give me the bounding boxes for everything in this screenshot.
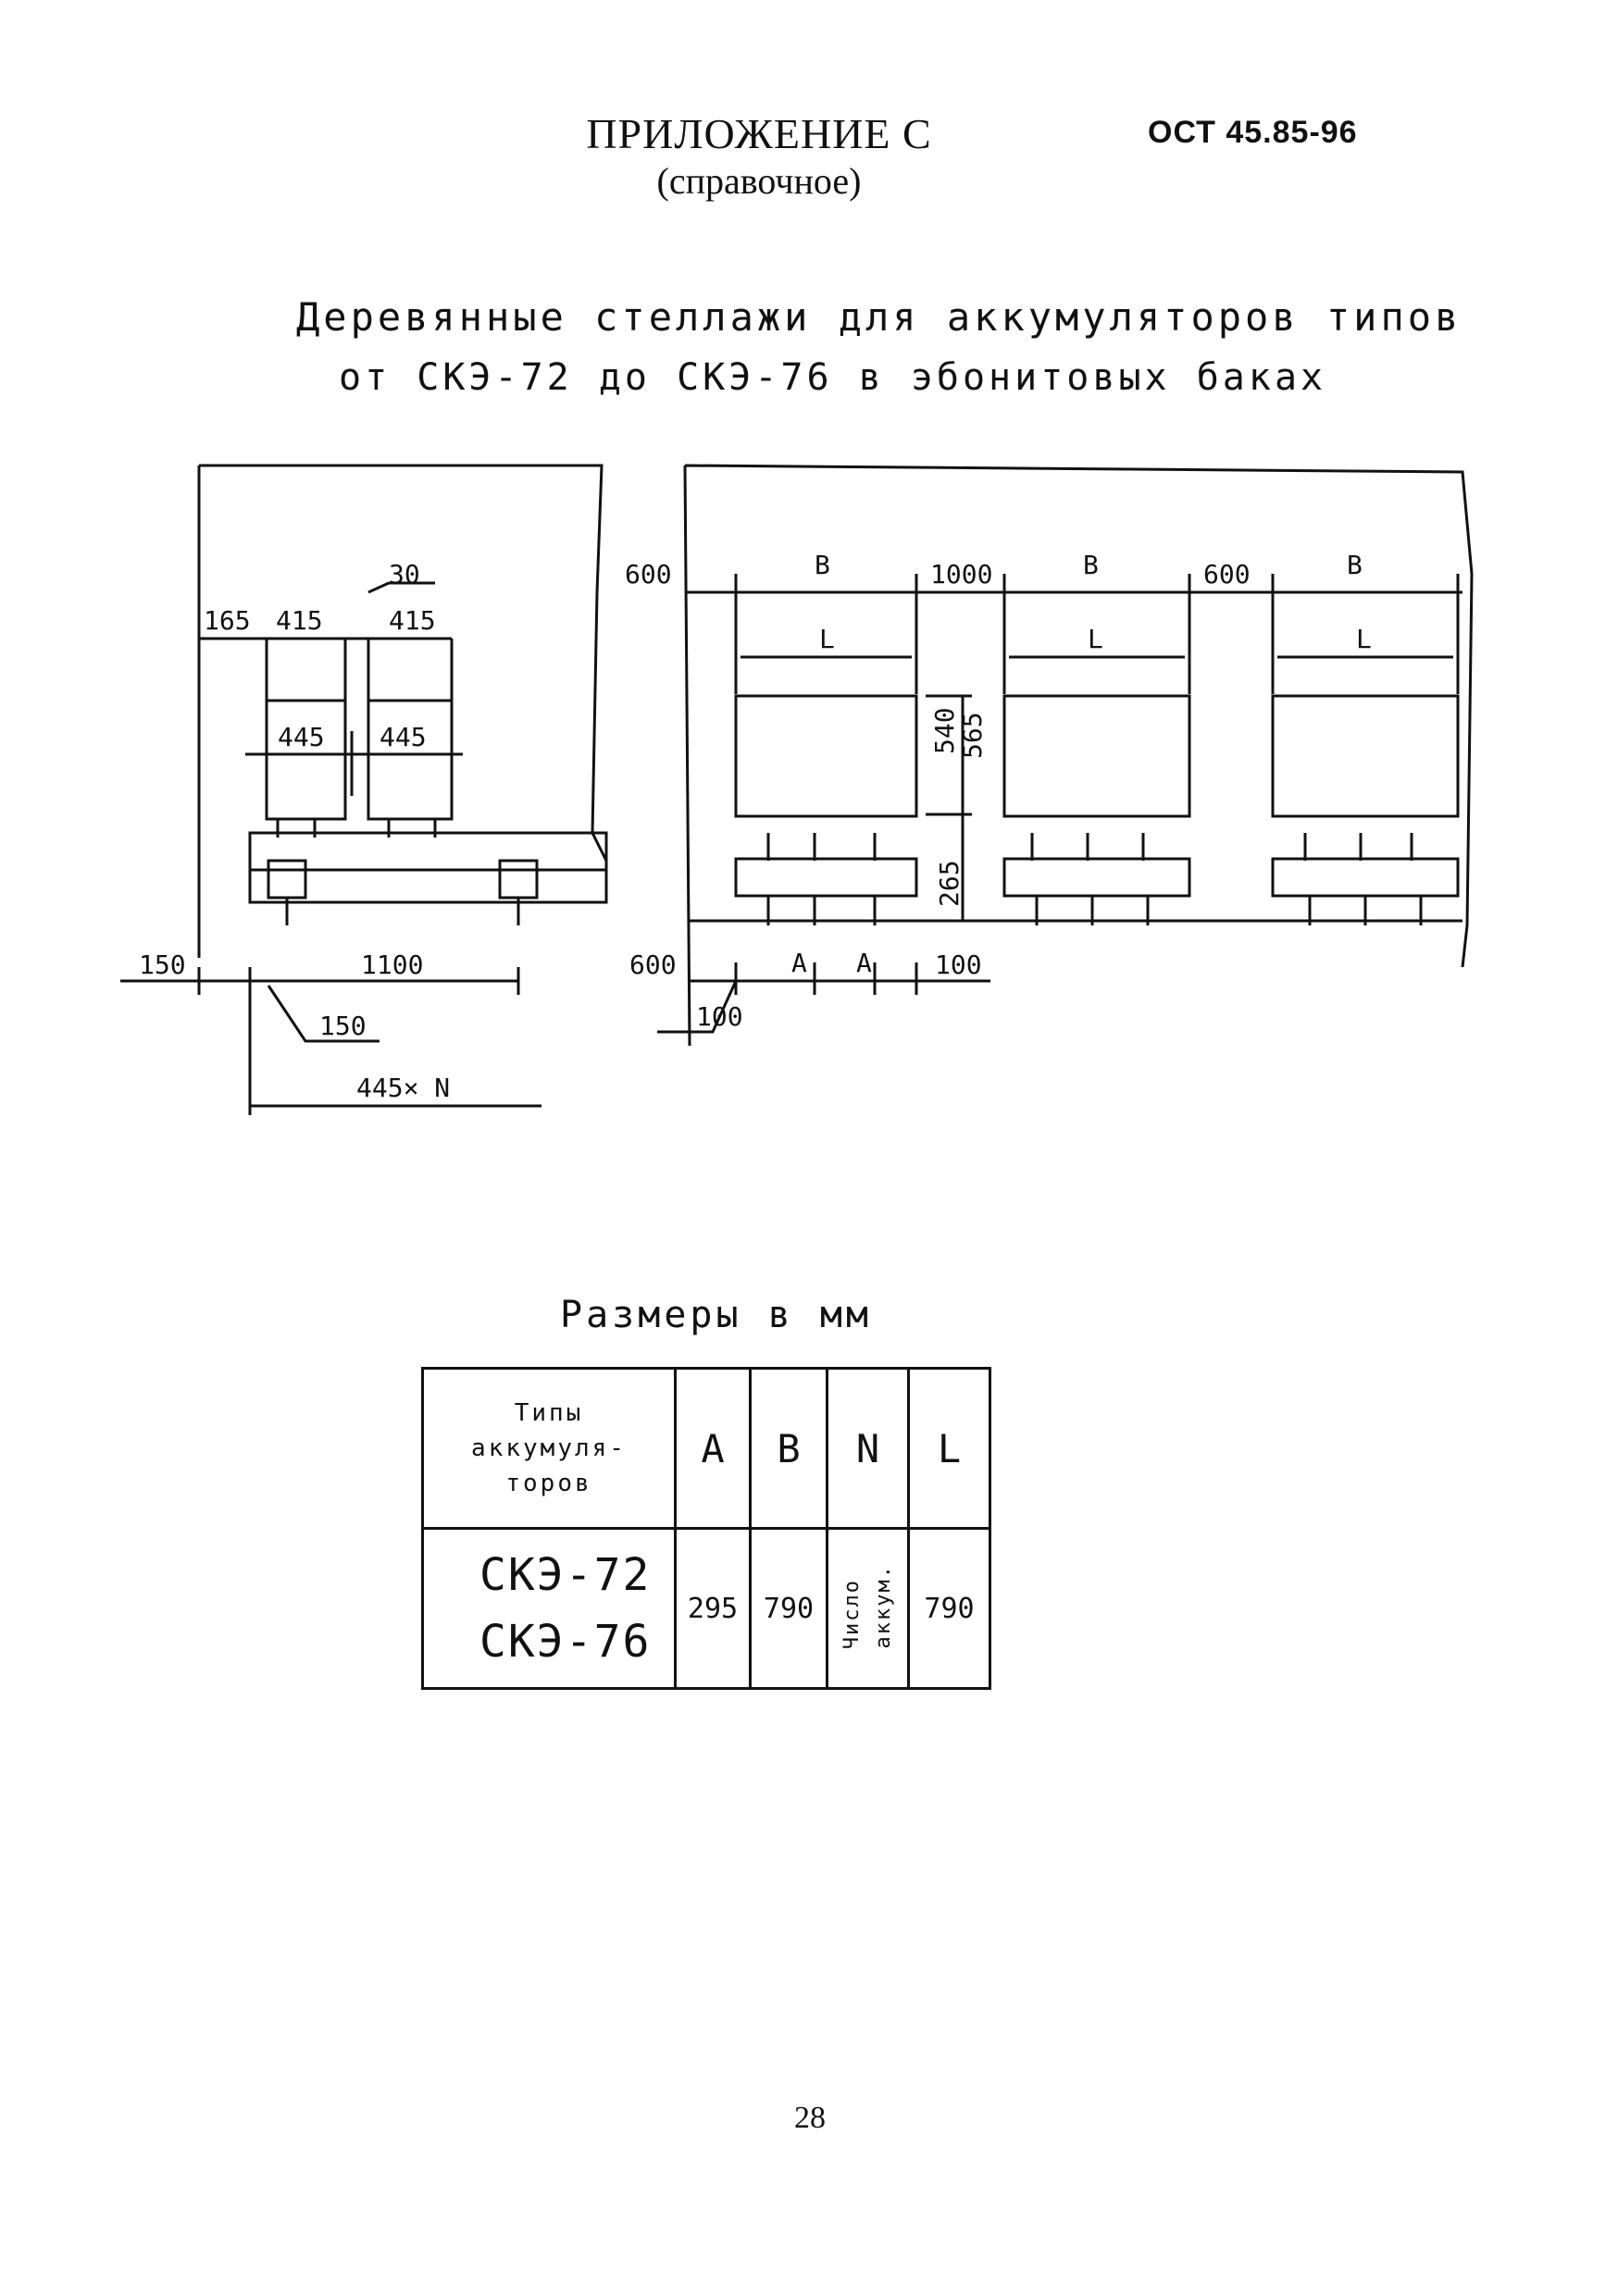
dim-30: 30 bbox=[389, 559, 420, 590]
header-N: N bbox=[826, 1367, 910, 1530]
cell-N-line2: аккум. bbox=[872, 1564, 896, 1649]
right-cell-1 bbox=[734, 694, 918, 818]
left-cell-1 bbox=[265, 699, 347, 821]
dim-600-top-2: 600 bbox=[1203, 559, 1251, 590]
dim-165: 165 bbox=[204, 605, 251, 636]
left-support-2 bbox=[498, 859, 539, 900]
left-cell-2 bbox=[367, 699, 454, 821]
cell-N-line1: Число bbox=[840, 1578, 864, 1649]
dim-540: 540 bbox=[929, 707, 960, 754]
header-types-line3: торов bbox=[505, 1470, 592, 1497]
standard-code: ОСТ 45.85-96 bbox=[1148, 115, 1358, 150]
table-caption: Размеры в мм bbox=[560, 1294, 872, 1336]
dim-1100: 1100 bbox=[361, 949, 423, 980]
header-types-line2: аккумуля- bbox=[471, 1434, 627, 1462]
dim-A-1: А bbox=[791, 948, 807, 978]
appendix-subtitle: (справочное) bbox=[656, 160, 862, 202]
dimensions-table: Типы аккумуля- торов А В N L СКЭ-72 СКЭ-… bbox=[421, 1367, 991, 1690]
dim-150-callout: 150 bbox=[319, 1011, 367, 1041]
dim-150-left: 150 bbox=[139, 949, 186, 980]
header-A: А bbox=[674, 1367, 752, 1530]
header-types-line1: Типы bbox=[514, 1399, 584, 1427]
right-view-frame bbox=[683, 464, 1474, 1047]
header-B: В bbox=[749, 1367, 828, 1530]
cell-L: 790 bbox=[907, 1527, 991, 1690]
dim-B-2: В bbox=[1083, 550, 1099, 580]
left-view-frame bbox=[197, 464, 608, 958]
dim-600-bottom: 600 bbox=[629, 949, 677, 980]
right-stand-3 bbox=[1271, 857, 1460, 898]
dim-L-3: L bbox=[1356, 624, 1372, 654]
dim-415-b: 415 bbox=[389, 605, 436, 636]
left-support-1 bbox=[267, 859, 307, 900]
rack-drawing: 165 415 30 415 445 445 150 1100 150 445×… bbox=[120, 464, 1474, 1115]
drawing-title-line2: от СКЭ-72 до СКЭ-76 в эбонитовых баках bbox=[339, 356, 1327, 399]
type-ske72: СКЭ-72 bbox=[479, 1549, 652, 1601]
dim-100-callout: 100 bbox=[696, 1001, 743, 1032]
drawing-title-line1: Деревянные стеллажи для аккумуляторов ти… bbox=[296, 294, 1462, 340]
right-cell-2 bbox=[1002, 694, 1191, 818]
header-L: L bbox=[907, 1367, 991, 1530]
appendix-title: ПРИЛОЖЕНИЕ С bbox=[586, 110, 932, 157]
dim-L-1: L bbox=[819, 624, 835, 654]
right-stand-2 bbox=[1002, 857, 1191, 898]
dim-A-2: А bbox=[856, 948, 872, 978]
dim-600-top-1: 600 bbox=[625, 559, 672, 590]
dim-B-3: В bbox=[1347, 550, 1363, 580]
cell-types: СКЭ-72 СКЭ-76 bbox=[421, 1527, 677, 1690]
cell-A: 295 bbox=[674, 1527, 752, 1690]
dim-445-b: 445 bbox=[380, 722, 427, 752]
cell-N: Число аккум. bbox=[826, 1527, 910, 1690]
dim-265: 265 bbox=[934, 860, 965, 907]
dim-L-2: L bbox=[1088, 624, 1103, 654]
dim-445xN: 445× N bbox=[356, 1073, 450, 1103]
right-stand-1 bbox=[734, 857, 918, 898]
page-number: 28 bbox=[794, 2101, 826, 2135]
table-row: СКЭ-72 СКЭ-76 295 790 Число аккум. 790 bbox=[421, 1527, 991, 1690]
cell-B: 790 bbox=[749, 1527, 828, 1690]
type-ske76: СКЭ-76 bbox=[479, 1616, 652, 1668]
header-types: Типы аккумуля- торов bbox=[421, 1367, 677, 1530]
table-header-row: Типы аккумуля- торов А В N L bbox=[421, 1367, 991, 1530]
dim-1000: 1000 bbox=[930, 559, 992, 590]
left-rack-beam bbox=[248, 831, 608, 872]
dim-445-a: 445 bbox=[278, 722, 325, 752]
right-cell-3 bbox=[1271, 694, 1460, 818]
dim-100-right: 100 bbox=[935, 949, 982, 980]
dim-415-a: 415 bbox=[276, 605, 323, 636]
dim-B-1: В bbox=[815, 550, 830, 580]
dim-565: 565 bbox=[957, 712, 988, 759]
left-rack-beam-lower bbox=[248, 868, 608, 904]
